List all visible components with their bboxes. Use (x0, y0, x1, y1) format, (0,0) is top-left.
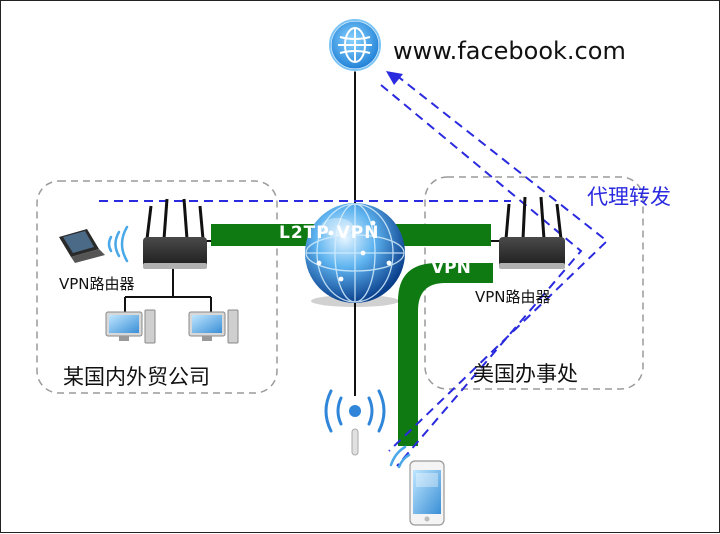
right-office-group (424, 176, 644, 390)
phone-wifi-signal (389, 445, 411, 469)
tunnel-branch-vpn-label: VPN (431, 258, 471, 278)
website-url-label: www.facebook.com (393, 37, 626, 65)
wifi-hotspot-icon (324, 389, 386, 456)
tunnel-branch-l2tp-label: L2TP (379, 314, 399, 361)
tunnel-main-label: L2TP VPN (279, 223, 380, 243)
smartphone-icon (409, 460, 445, 526)
left-office-group (36, 180, 278, 394)
desktop-computer-icon-2 (188, 309, 239, 344)
left-router-icon (143, 198, 207, 269)
right-office-label: 美国办事处 (473, 362, 578, 386)
right-router-label: VPN路由器 (475, 288, 551, 306)
l2tp-branch-tunnel (398, 263, 493, 446)
internet-globe-icon (305, 203, 405, 307)
proxy-forward-label: 代理转发 (587, 185, 671, 209)
desktop-computer-icon (105, 309, 156, 344)
globe-icon (328, 18, 382, 72)
left-router-label: VPN路由器 (59, 275, 135, 293)
left-office-label: 某国内外贸公司 (63, 365, 210, 389)
proxy-arrowhead (386, 71, 403, 85)
right-router-icon (499, 196, 565, 269)
laptop-icon (59, 229, 105, 263)
laptop-wifi-signal (107, 225, 129, 263)
